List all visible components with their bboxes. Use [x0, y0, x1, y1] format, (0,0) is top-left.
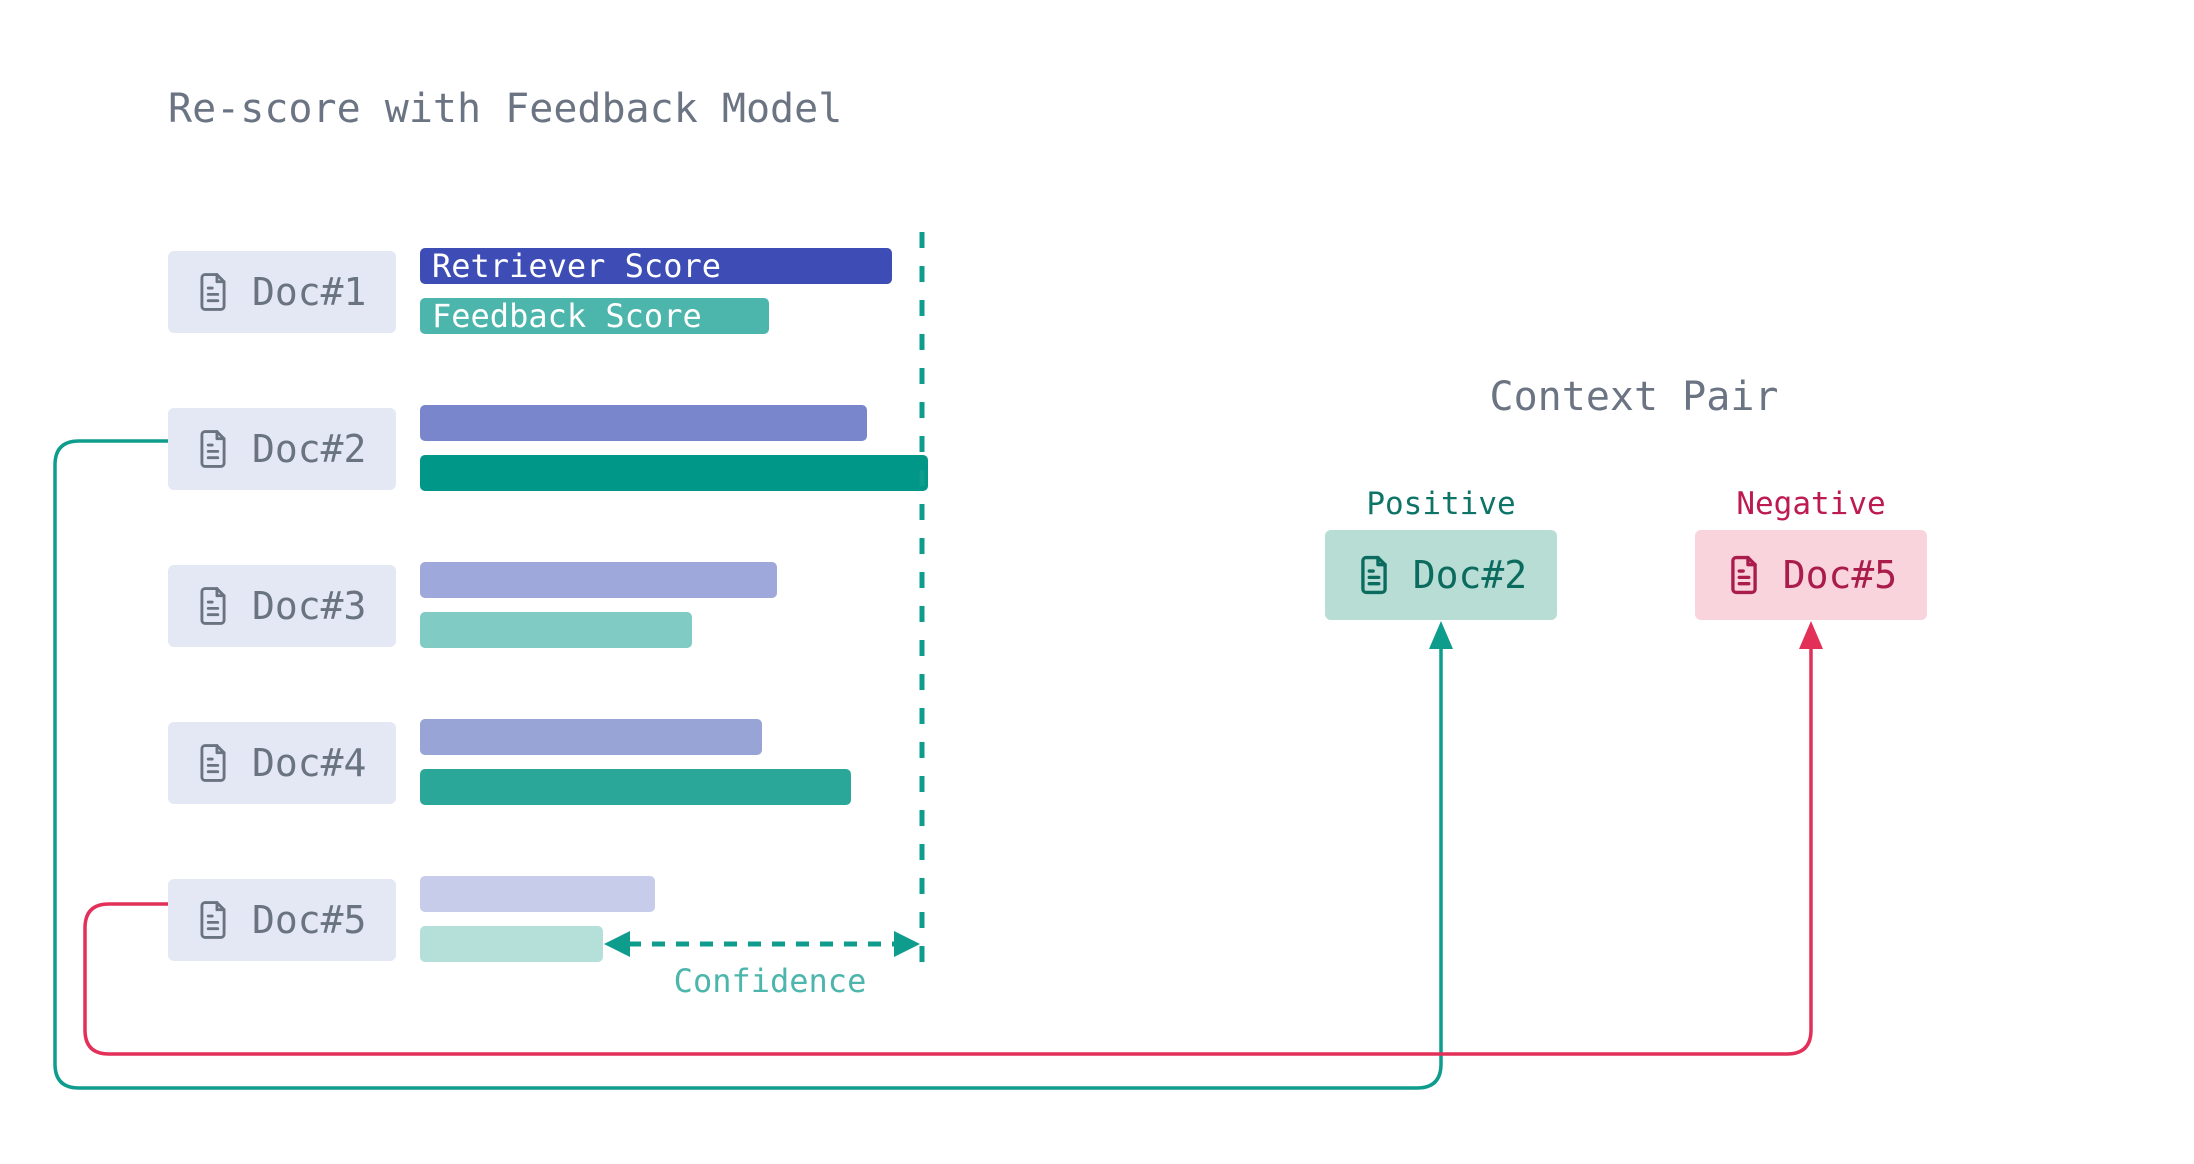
doc-row: Doc#2 — [0, 405, 2194, 491]
doc-label-box: Doc#5 — [168, 879, 396, 961]
feedback-score-bar — [420, 926, 603, 962]
retriever-score-bar — [420, 719, 762, 755]
doc-label: Doc#2 — [252, 427, 367, 471]
document-icon — [1725, 553, 1763, 597]
negative-doc-box: Doc#5 — [1695, 530, 1927, 620]
doc-label: Doc#1 — [252, 270, 367, 314]
document-icon — [194, 270, 232, 314]
doc-label-box: Doc#3 — [168, 565, 396, 647]
feedback-score-bar: Feedback Score — [420, 298, 769, 334]
document-icon — [194, 898, 232, 942]
negative-doc-label: Doc#5 — [1782, 553, 1898, 597]
retriever-score-bar — [420, 405, 867, 441]
negative-heading: Negative — [1736, 486, 1886, 522]
feedback-score-bar — [420, 769, 851, 805]
retriever-score-bar — [420, 562, 777, 598]
feedback-score-bar — [420, 455, 928, 491]
doc-row: Doc#1 Retriever Score Feedback Score — [0, 248, 2194, 334]
doc-label: Doc#3 — [252, 584, 367, 628]
document-icon — [194, 741, 232, 785]
document-icon — [1355, 553, 1393, 597]
page-title: Re-score with Feedback Model — [168, 86, 843, 132]
positive-doc-box: Doc#2 — [1325, 530, 1557, 620]
feedback-score-bar — [420, 612, 692, 648]
retriever-score-bar: Retriever Score — [420, 248, 892, 284]
doc-label-box: Doc#2 — [168, 408, 396, 490]
doc-label: Doc#5 — [252, 898, 367, 942]
document-icon — [194, 427, 232, 471]
confidence-label: Confidence — [673, 962, 867, 1000]
document-icon — [194, 584, 232, 628]
context-pair-title: Context Pair — [1489, 374, 1779, 420]
positive-heading: Positive — [1366, 486, 1516, 522]
doc-row: Doc#5 — [0, 876, 2194, 962]
positive-doc-label: Doc#2 — [1412, 553, 1528, 597]
doc-label-box: Doc#1 — [168, 251, 396, 333]
doc-label: Doc#4 — [252, 741, 367, 785]
doc-row: Doc#4 — [0, 719, 2194, 805]
retriever-score-bar — [420, 876, 655, 912]
doc-label-box: Doc#4 — [168, 722, 396, 804]
